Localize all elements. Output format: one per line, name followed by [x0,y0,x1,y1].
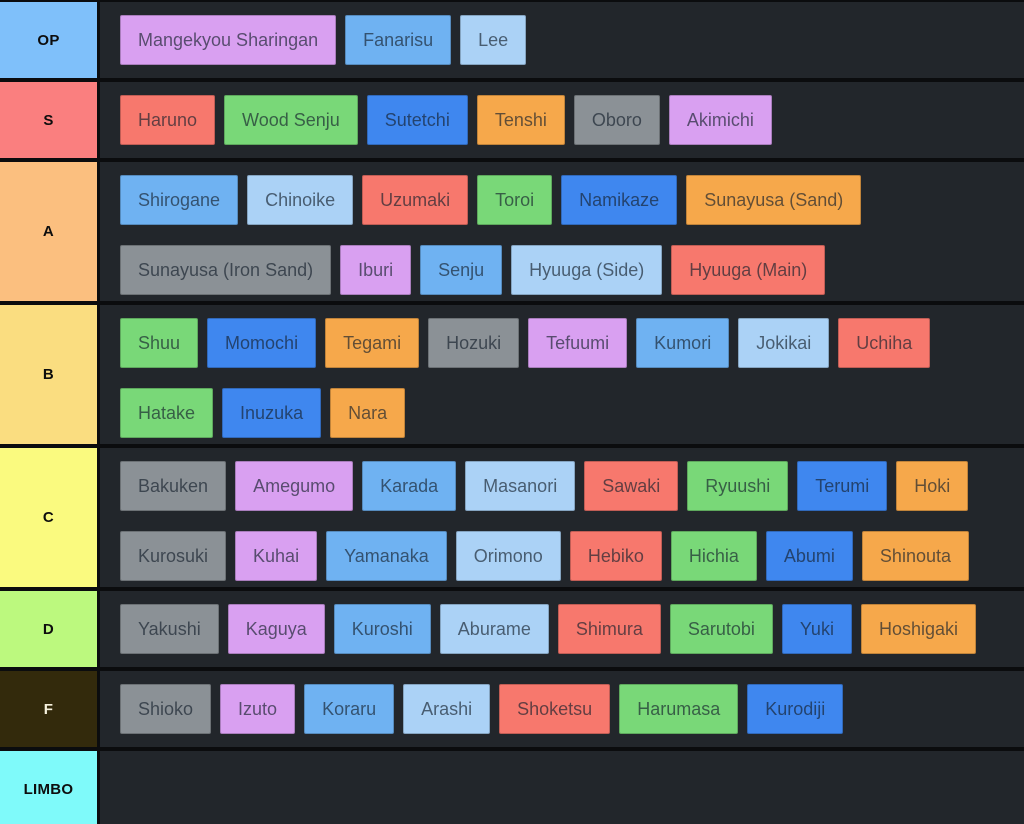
tier-label-op: OP [0,2,100,78]
tier-item-lee[interactable]: Lee [460,15,527,65]
tier-item-shuu[interactable]: Shuu [120,318,199,368]
tier-label-b: B [0,305,100,444]
tier-item-shoketsu[interactable]: Shoketsu [499,684,611,734]
tier-item-hyuuga-main[interactable]: Hyuuga (Main) [671,245,826,295]
tier-item-yuki[interactable]: Yuki [781,604,852,654]
tier-item-bakuken[interactable]: Bakuken [120,461,227,511]
tier-item-shirogane[interactable]: Shirogane [120,175,239,225]
tier-item-aburame[interactable]: Aburame [439,604,549,654]
tier-item-iburi[interactable]: Iburi [340,245,412,295]
tier-item-namikaze[interactable]: Namikaze [561,175,678,225]
tier-item-karada[interactable]: Karada [362,461,457,511]
tier-item-uzumaki[interactable]: Uzumaki [362,175,469,225]
tier-item-kuroshi[interactable]: Kuroshi [333,604,431,654]
tier-item-haruno[interactable]: Haruno [120,95,216,145]
tier-item-tefuumi[interactable]: Tefuumi [528,318,628,368]
tier-item-sutetchi[interactable]: Sutetchi [366,95,468,145]
tier-item-momochi[interactable]: Momochi [207,318,317,368]
tier-item-orimono[interactable]: Orimono [455,531,561,581]
tier-item-abumi[interactable]: Abumi [765,531,853,581]
tier-item-kuhai[interactable]: Kuhai [235,531,318,581]
tier-item-nara[interactable]: Nara [330,388,406,438]
tier-item-sarutobi[interactable]: Sarutobi [669,604,773,654]
tier-item-harumasa[interactable]: Harumasa [619,684,739,734]
tier-item-amegumo[interactable]: Amegumo [235,461,354,511]
tier-item-akimichi[interactable]: Akimichi [668,95,772,145]
tier-item-kurosuki[interactable]: Kurosuki [120,531,227,581]
tier-item-senju[interactable]: Senju [420,245,503,295]
tier-item-shioko[interactable]: Shioko [120,684,212,734]
tier-label-f: F [0,671,100,747]
tier-item-jokikai[interactable]: Jokikai [738,318,830,368]
tier-item-yamanaka[interactable]: Yamanaka [326,531,447,581]
tier-item-shinouta[interactable]: Shinouta [861,531,969,581]
tier-dropzone-limbo[interactable] [100,751,1024,824]
tier-item-hoki[interactable]: Hoki [896,461,969,511]
tier-item-sunayusa-iron-sand[interactable]: Sunayusa (Iron Sand) [120,245,332,295]
tier-item-hebiko[interactable]: Hebiko [569,531,662,581]
tier-item-fanarisu[interactable]: Fanarisu [345,15,452,65]
tier-label-s: S [0,82,100,158]
tier-item-koraru[interactable]: Koraru [304,684,395,734]
tier-label-c: C [0,448,100,587]
tier-item-wood-senju[interactable]: Wood Senju [224,95,358,145]
tier-item-hoshigaki[interactable]: Hoshigaki [860,604,976,654]
tier-item-toroi[interactable]: Toroi [477,175,553,225]
tier-item-arashi[interactable]: Arashi [403,684,491,734]
tier-item-ryuushi[interactable]: Ryuushi [687,461,789,511]
tier-item-sunayusa-sand[interactable]: Sunayusa (Sand) [686,175,862,225]
tier-item-hatake[interactable]: Hatake [120,388,214,438]
tier-item-mangekyou-sharingan[interactable]: Mangekyou Sharingan [120,15,337,65]
tier-label-a: A [0,162,100,301]
tier-item-tegami[interactable]: Tegami [325,318,420,368]
tier-item-terumi[interactable]: Terumi [797,461,888,511]
tier-item-oboro[interactable]: Oboro [573,95,660,145]
tier-label-d: D [0,591,100,667]
tier-item-kumori[interactable]: Kumori [636,318,730,368]
tier-item-yakushi[interactable]: Yakushi [120,604,219,654]
tier-item-shimura[interactable]: Shimura [557,604,661,654]
tier-item-izuto[interactable]: Izuto [220,684,296,734]
tier-label-limbo: LIMBO [0,751,100,824]
tier-item-inuzuka[interactable]: Inuzuka [222,388,322,438]
tier-item-chinoike[interactable]: Chinoike [247,175,354,225]
tier-row-limbo: LIMBO [0,751,1024,824]
tier-item-kurodiji[interactable]: Kurodiji [747,684,844,734]
tier-item-hyuuga-side[interactable]: Hyuuga (Side) [511,245,663,295]
tier-item-hozuki[interactable]: Hozuki [428,318,520,368]
tier-item-masanori[interactable]: Masanori [465,461,576,511]
tier-item-uchiha[interactable]: Uchiha [838,318,931,368]
tier-item-hichia[interactable]: Hichia [670,531,757,581]
tier-item-tenshi[interactable]: Tenshi [476,95,565,145]
tier-item-sawaki[interactable]: Sawaki [584,461,679,511]
tier-item-kaguya[interactable]: Kaguya [227,604,325,654]
